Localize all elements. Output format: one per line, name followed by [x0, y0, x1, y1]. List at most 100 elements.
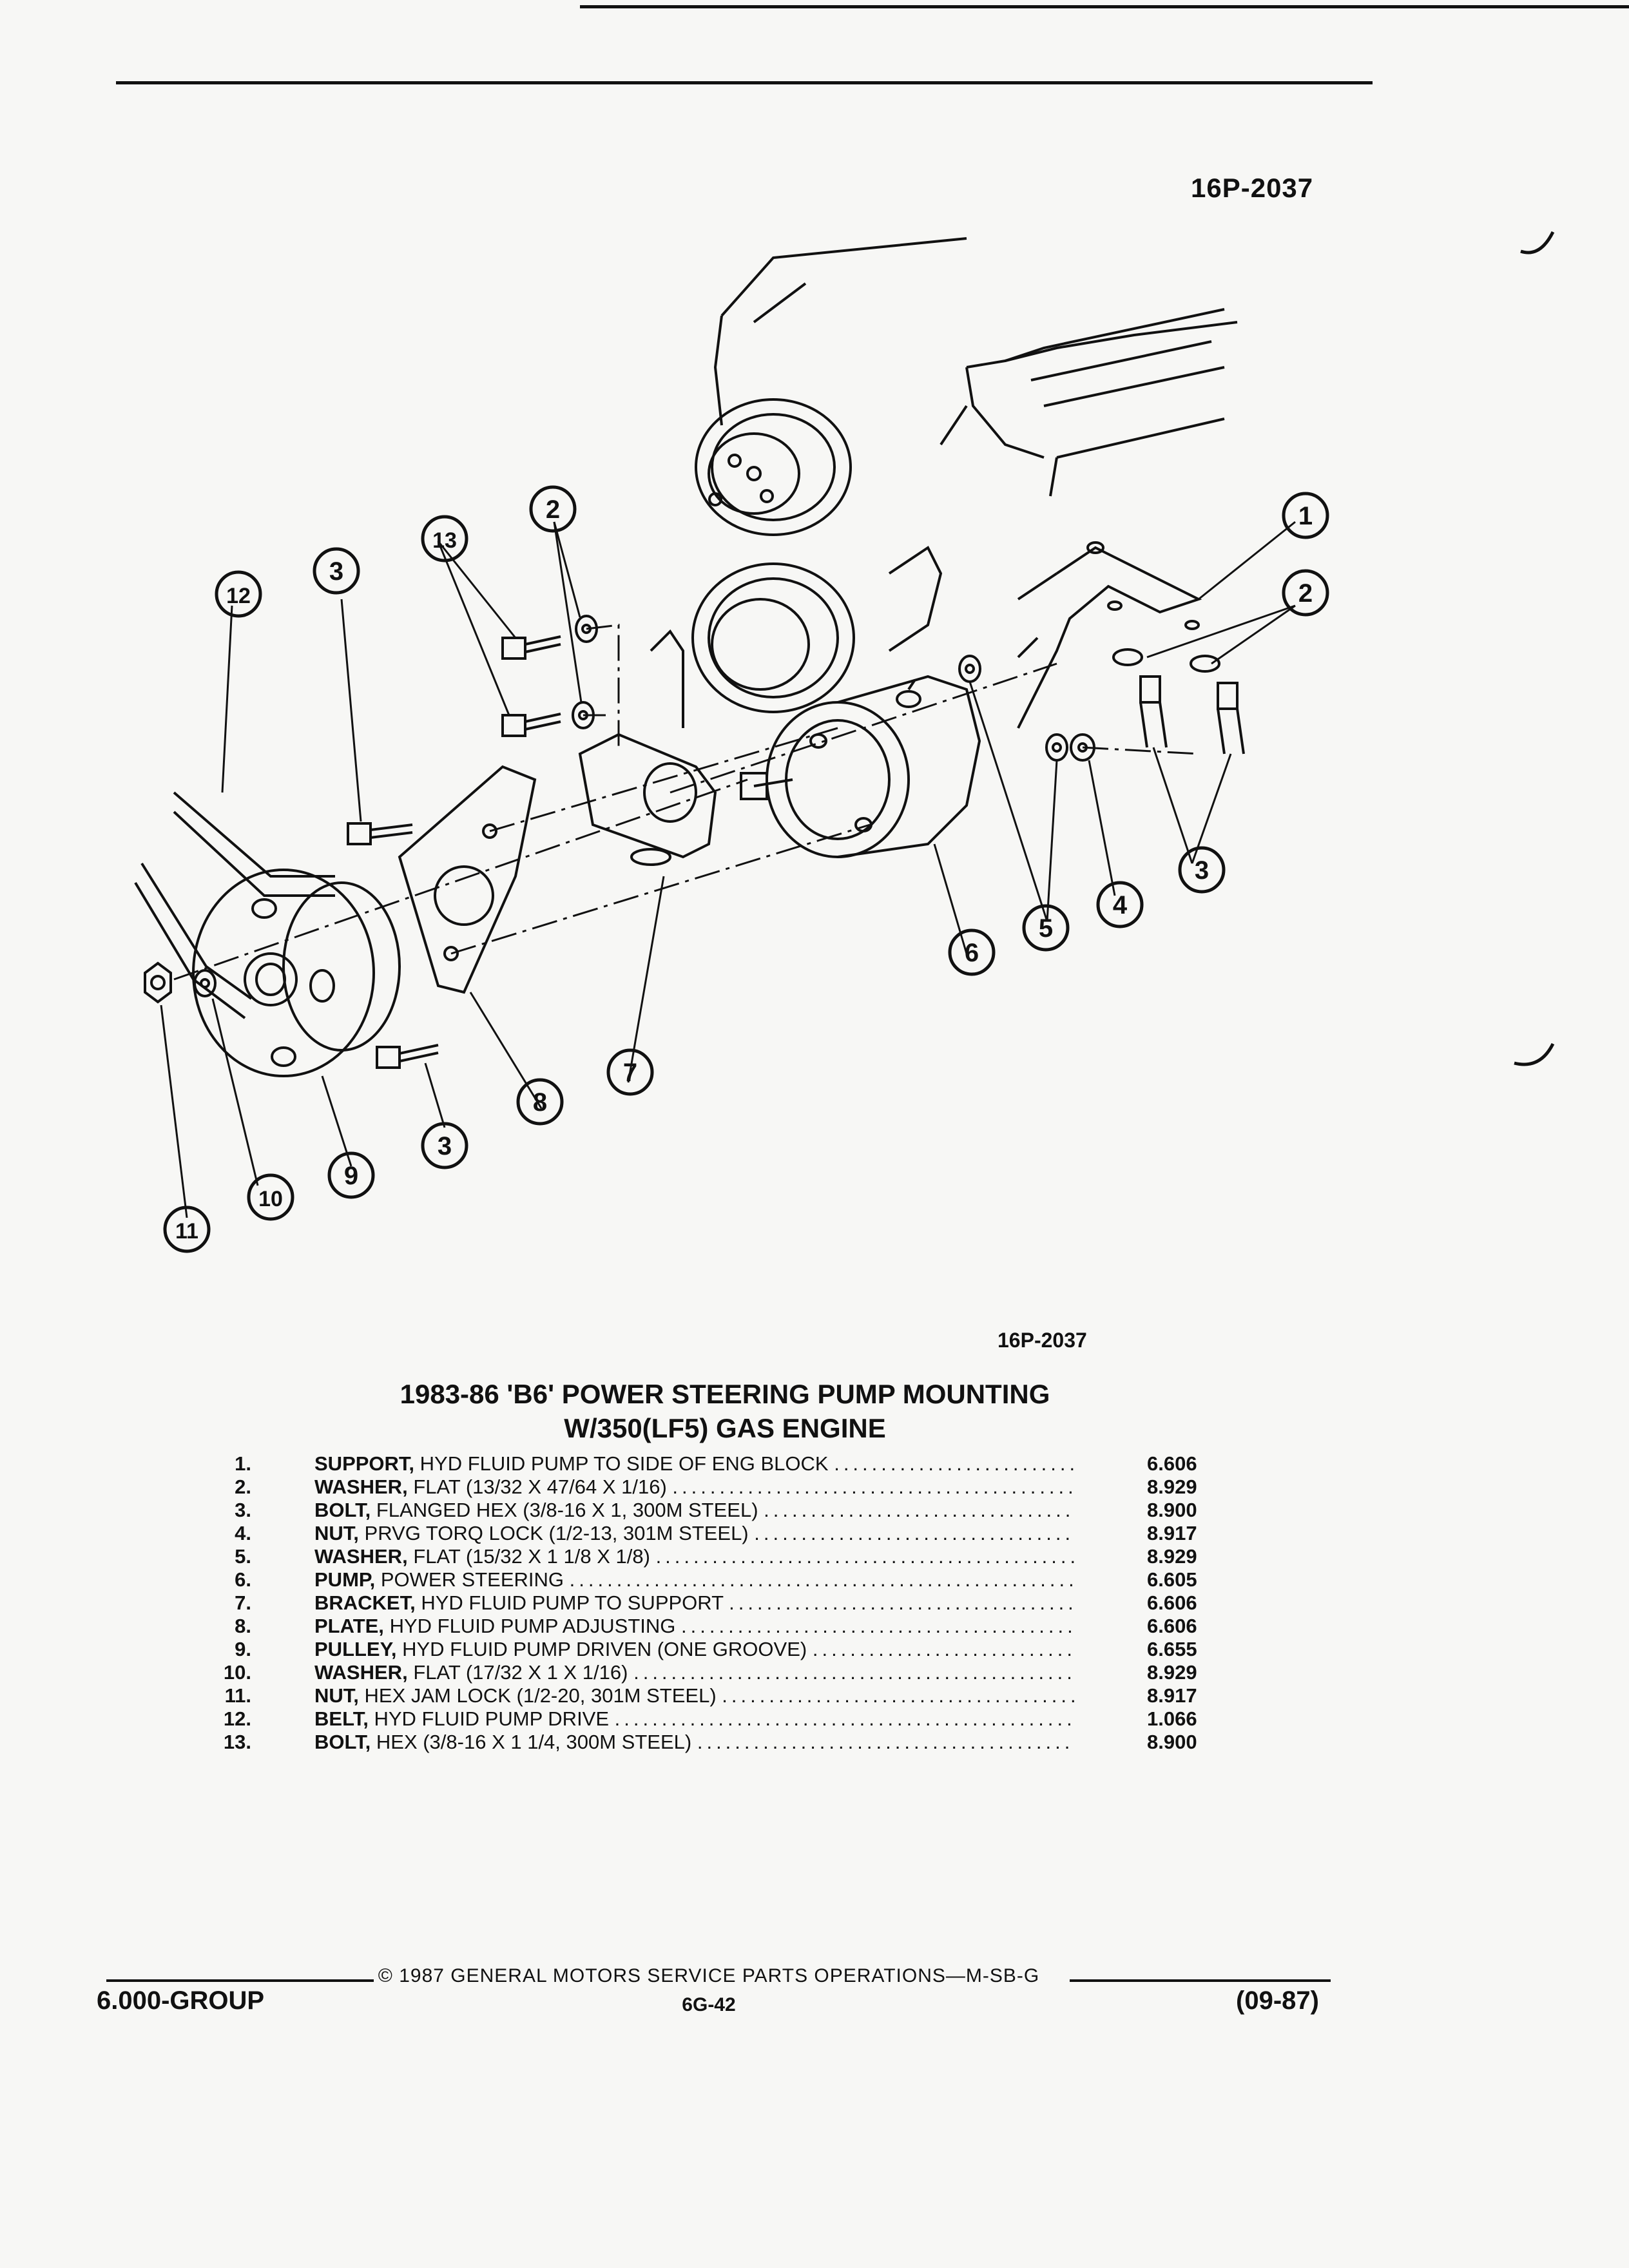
parts-row: 13. BOLT, HEX (3/8-16 X 1 1/4, 300M STEEL…: [206, 1731, 1224, 1754]
part-group-code: 6.605: [1147, 1568, 1197, 1591]
jam-nut-and-washer: [144, 961, 217, 1004]
part-number: 13.: [223, 1731, 251, 1753]
part-name: PULLEY,: [314, 1638, 397, 1660]
part-name: BELT,: [314, 1707, 369, 1730]
parts-row: 1. SUPPORT, HYD FLUID PUMP TO SIDE OF ENG…: [206, 1452, 1224, 1475]
part-detail: POWER STEERING: [380, 1568, 564, 1591]
parts-row: 11.NUT, HEX JAM LOCK (1/2-20, 301M STEEL…: [206, 1684, 1224, 1707]
callout-3-right: 3: [1195, 856, 1209, 885]
part-detail: HEX JAM LOCK (1/2-20, 301M STEEL): [364, 1684, 717, 1707]
part-name: NUT,: [314, 1684, 359, 1707]
callout-13: 13: [432, 528, 457, 553]
part-group-code: 8.929: [1147, 1545, 1197, 1568]
part-description: WASHER, FLAT (15/32 X 1 1/8 X 1/8) .....…: [314, 1545, 1075, 1568]
part-group-code: 6.606: [1147, 1591, 1197, 1614]
copyright-notice: © 1987 GENERAL MOTORS SERVICE PARTS OPER…: [378, 1965, 1040, 1986]
part-number: 9.: [235, 1638, 251, 1660]
adjusting-plate: [398, 765, 537, 994]
callout-12: 12: [226, 584, 251, 608]
part-description: WASHER, FLAT (17/32 X 1 X 1/16) ........…: [314, 1661, 1075, 1684]
part-detail: FLANGED HEX (3/8-16 X 1, 300M STEEL): [376, 1499, 758, 1521]
part-number: 3.: [235, 1499, 251, 1521]
part-group-code: 6.655: [1147, 1638, 1197, 1660]
part-number: 4.: [235, 1522, 251, 1544]
part-description: PUMP, POWER STEERING ...................…: [314, 1568, 1075, 1591]
part-detail: HYD FLUID PUMP TO SUPPORT: [421, 1591, 724, 1614]
callout-5: 5: [1039, 914, 1053, 943]
callout-2-right: 2: [1298, 579, 1313, 608]
callout-7: 7: [623, 1059, 637, 1087]
parts-row: 10. WASHER, FLAT (17/32 X 1 X 1/16) .....…: [206, 1661, 1224, 1684]
parts-row: 12. BELT, HYD FLUID PUMP DRIVE ..........…: [206, 1707, 1224, 1731]
part-description: NUT, PRVG TORQ LOCK (1/2-13, 301M STEEL)…: [314, 1522, 1075, 1544]
footer-date-code: (09-87): [1236, 1986, 1319, 2015]
part-number: 12.: [223, 1707, 251, 1730]
callout-3-top: 3: [329, 557, 343, 586]
part-description: WASHER, FLAT (13/32 X 47/64 X 1/16) ....…: [314, 1475, 1075, 1498]
part-group-code: 6.606: [1147, 1452, 1197, 1475]
footer-group-label: 6.000-GROUP: [97, 1986, 265, 2015]
footer-page-number: 6G-42: [682, 1994, 736, 2015]
part-name: BOLT,: [314, 1731, 371, 1753]
footer-rule-left: [106, 1979, 374, 1982]
support-bracket: [1017, 541, 1202, 729]
figure-code-top: 16P-2037: [1191, 173, 1314, 203]
callout-labels: 1 2 2 3 3 3 4 5 6 7 8 9 10 11 12 13: [175, 495, 1313, 1244]
parts-row: 3. BOLT, FLANGED HEX (3/8-16 X 1, 300M ST…: [206, 1499, 1224, 1522]
part-name: PLATE,: [314, 1615, 384, 1637]
part-group-code: 8.929: [1147, 1475, 1197, 1498]
pump-body: [740, 675, 981, 858]
callout-9: 9: [344, 1162, 358, 1190]
parts-row: 2. WASHER, FLAT (13/32 X 47/64 X 1/16) ..…: [206, 1475, 1224, 1499]
part-name: BRACKET,: [314, 1591, 416, 1614]
callout-3-bottom: 3: [438, 1132, 452, 1160]
engine-block-outline: [713, 237, 1238, 497]
part-description: NUT, HEX JAM LOCK (1/2-20, 301M STEEL) .…: [314, 1684, 1075, 1707]
part-number: 1.: [235, 1452, 251, 1475]
washers: [572, 615, 1220, 762]
part-name: NUT,: [314, 1522, 359, 1544]
callout-11: 11: [175, 1219, 198, 1244]
part-description: BOLT, HEX (3/8-16 X 1 1/4, 300M STEEL) .…: [314, 1731, 1075, 1753]
part-detail: FLAT (13/32 X 47/64 X 1/16): [413, 1475, 667, 1498]
parts-title-line2: W/350(LF5) GAS ENGINE: [564, 1413, 886, 1443]
callout-1: 1: [1298, 502, 1313, 530]
part-description: BRACKET, HYD FLUID PUMP TO SUPPORT .....…: [314, 1591, 1075, 1614]
parts-row: 9. PULLEY, HYD FLUID PUMP DRIVEN (ONE GRO…: [206, 1638, 1224, 1661]
parts-row: 8.PLATE, HYD FLUID PUMP ADJUSTING ......…: [206, 1615, 1224, 1638]
part-name: BOLT,: [314, 1499, 371, 1521]
part-detail: HYD FLUID PUMP DRIVEN (ONE GROOVE): [402, 1638, 807, 1660]
callout-4: 4: [1113, 891, 1128, 919]
parts-row: 6.PUMP, POWER STEERING .................…: [206, 1568, 1224, 1591]
top-edge-rule: [580, 5, 1629, 8]
part-group-code: 1.066: [1147, 1707, 1197, 1730]
leader-lines: [160, 521, 1296, 1218]
parts-row: 5.WASHER, FLAT (15/32 X 1 1/8 X 1/8) ...…: [206, 1545, 1224, 1568]
part-number: 2.: [235, 1475, 251, 1498]
part-detail: HEX (3/8-16 X 1 1/4, 300M STEEL): [376, 1731, 692, 1753]
part-detail: HYD FLUID PUMP TO SIDE OF ENG BLOCK: [419, 1452, 829, 1475]
callout-8: 8: [533, 1088, 547, 1117]
part-description: BOLT, FLANGED HEX (3/8-16 X 1, 300M STEE…: [314, 1499, 1075, 1521]
callout-circles: [163, 485, 1329, 1253]
part-group-code: 8.900: [1147, 1499, 1197, 1521]
part-detail: FLAT (17/32 X 1 X 1/16): [413, 1661, 628, 1684]
part-group-code: 8.929: [1147, 1661, 1197, 1684]
bolts: [347, 635, 1245, 1069]
part-description: BELT, HYD FLUID PUMP DRIVE .............…: [314, 1707, 1075, 1730]
assembly-centerlines: [173, 624, 1199, 981]
part-group-code: 8.917: [1147, 1522, 1197, 1544]
pump-bracket: [578, 629, 717, 866]
callout-6: 6: [965, 939, 979, 967]
part-number: 10.: [223, 1661, 251, 1684]
part-group-code: 8.900: [1147, 1731, 1197, 1753]
parts-list: 1. SUPPORT, HYD FLUID PUMP TO SIDE OF ENG…: [206, 1452, 1224, 1754]
part-name: WASHER,: [314, 1475, 408, 1498]
part-detail: HYD FLUID PUMP ADJUSTING: [389, 1615, 676, 1637]
part-number: 8.: [235, 1615, 251, 1637]
part-name: WASHER,: [314, 1661, 408, 1684]
figure-code-bottom: 16P-2037: [998, 1329, 1087, 1352]
header-rule: [116, 81, 1373, 84]
part-name: SUPPORT,: [314, 1452, 415, 1475]
callout-10: 10: [258, 1187, 283, 1211]
